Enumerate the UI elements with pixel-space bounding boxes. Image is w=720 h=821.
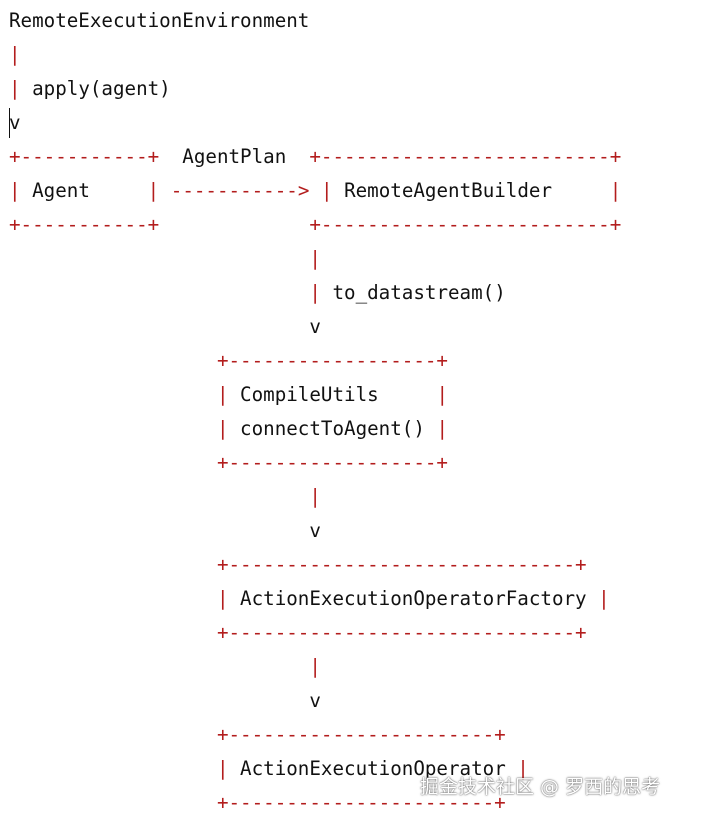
diagram-text-segment	[9, 417, 217, 440]
diagram-text-segment: to_datastream()	[320, 281, 506, 304]
box-border-segment: +-----------+	[9, 213, 160, 236]
diagram-text-segment	[9, 723, 217, 746]
box-border-segment: |	[309, 485, 321, 508]
diagram-line: +------------------------------+	[9, 548, 587, 582]
diagram-text-segment	[9, 553, 217, 576]
diagram-text-segment	[9, 451, 217, 474]
diagram-line: +------------------+	[9, 446, 448, 480]
diagram-line: |	[9, 38, 21, 72]
box-border-segment: +-------------------------+	[309, 213, 622, 236]
box-border-segment: |	[216, 417, 229, 440]
diagram-text-segment: v	[9, 315, 321, 338]
diagram-line: v	[9, 106, 21, 140]
diagram-line: | ActionExecutionOperatorFactory |	[9, 582, 610, 616]
box-border-segment: |	[216, 383, 229, 406]
diagram-line: | Agent | -----------> | RemoteAgentBuil…	[9, 174, 621, 208]
box-border-segment: |	[436, 417, 448, 440]
box-border-segment: |	[9, 179, 21, 202]
box-border-segment: +-----------+	[9, 145, 160, 168]
diagram-text-segment: v	[9, 519, 321, 542]
diagram-text-segment	[9, 621, 217, 644]
diagram-line: +------------------+	[9, 344, 448, 378]
diagram-line: +-----------------------+	[9, 786, 506, 820]
diagram-text-segment: CompileUtils	[228, 383, 437, 406]
diagram-text-segment: apply(agent)	[20, 77, 171, 100]
box-border-segment: +-----------------------+	[216, 791, 506, 814]
box-border-segment: |	[309, 281, 321, 304]
box-border-segment: |	[9, 43, 21, 66]
diagram-text-segment: v	[9, 111, 21, 134]
box-border-segment: |	[216, 587, 229, 610]
site-watermark: 掘金技术社区 @ 罗西的思考	[420, 776, 661, 798]
box-border-segment: |	[517, 757, 529, 780]
box-border-segment: |	[609, 179, 622, 202]
diagram-text-segment	[9, 383, 217, 406]
box-border-segment: +-------------------------+	[309, 145, 622, 168]
diagram-text-segment: AgentPlan	[159, 145, 310, 168]
diagram-line: +-----------+ AgentPlan +---------------…	[9, 140, 621, 174]
diagram-text-segment	[309, 179, 321, 202]
diagram-line: +------------------------------+	[9, 616, 587, 650]
diagram-text-segment	[9, 349, 217, 372]
diagram-text-segment: ActionExecutionOperatorFactory	[228, 587, 599, 610]
box-border-segment: +-----------------------+	[216, 723, 506, 746]
diagram-text-segment: RemoteAgentBuilder	[332, 179, 610, 202]
diagram-text-segment: RemoteExecutionEnvironment	[9, 9, 310, 32]
diagram-line: +-----------------------+	[9, 718, 506, 752]
diagram-text-segment	[9, 485, 309, 508]
box-border-segment: |	[436, 383, 448, 406]
diagram-line: RemoteExecutionEnvironment	[9, 4, 309, 38]
box-border-segment: +------------------------------+	[216, 553, 587, 576]
diagram-line: |	[9, 650, 321, 684]
box-border-segment: |	[216, 757, 229, 780]
box-border-segment: +------------------+	[216, 451, 448, 474]
diagram-text-segment	[9, 655, 309, 678]
text-cursor	[9, 108, 10, 138]
box-border-segment: |	[320, 179, 333, 202]
diagram-line: v	[9, 514, 321, 548]
box-border-segment: +------------------+	[216, 349, 448, 372]
diagram-text-segment	[9, 757, 217, 780]
diagram-text-segment	[159, 213, 309, 236]
box-border-segment: ----------->	[170, 179, 310, 202]
box-border-segment: |	[598, 587, 610, 610]
box-border-segment: |	[309, 655, 321, 678]
diagram-text-segment: v	[9, 689, 321, 712]
diagram-text-segment	[9, 587, 217, 610]
box-border-segment: |	[147, 179, 160, 202]
diagram-line: +-----------+ +-------------------------…	[9, 208, 621, 242]
diagram-line: |	[9, 242, 321, 276]
box-border-segment: +------------------------------+	[216, 621, 587, 644]
diagram-text-segment	[9, 281, 309, 304]
box-border-segment: |	[9, 77, 21, 100]
diagram-text-segment: connectToAgent()	[228, 417, 437, 440]
diagram-line: | to_datastream()	[9, 276, 506, 310]
diagram-text-segment: Agent	[20, 179, 148, 202]
diagram-line: | CompileUtils |	[9, 378, 448, 412]
diagram-text-segment	[9, 247, 309, 270]
box-border-segment: |	[309, 247, 321, 270]
diagram-line: | apply(agent)	[9, 72, 171, 106]
diagram-line: | connectToAgent() |	[9, 412, 448, 446]
diagram-line: |	[9, 480, 321, 514]
diagram-line: | ActionExecutionOperator |	[9, 752, 529, 786]
diagram-text-segment	[159, 179, 171, 202]
diagram-line: v	[9, 310, 321, 344]
diagram-text-segment	[9, 791, 217, 814]
diagram-line: v	[9, 684, 321, 718]
diagram-text-segment: ActionExecutionOperator	[228, 757, 518, 780]
